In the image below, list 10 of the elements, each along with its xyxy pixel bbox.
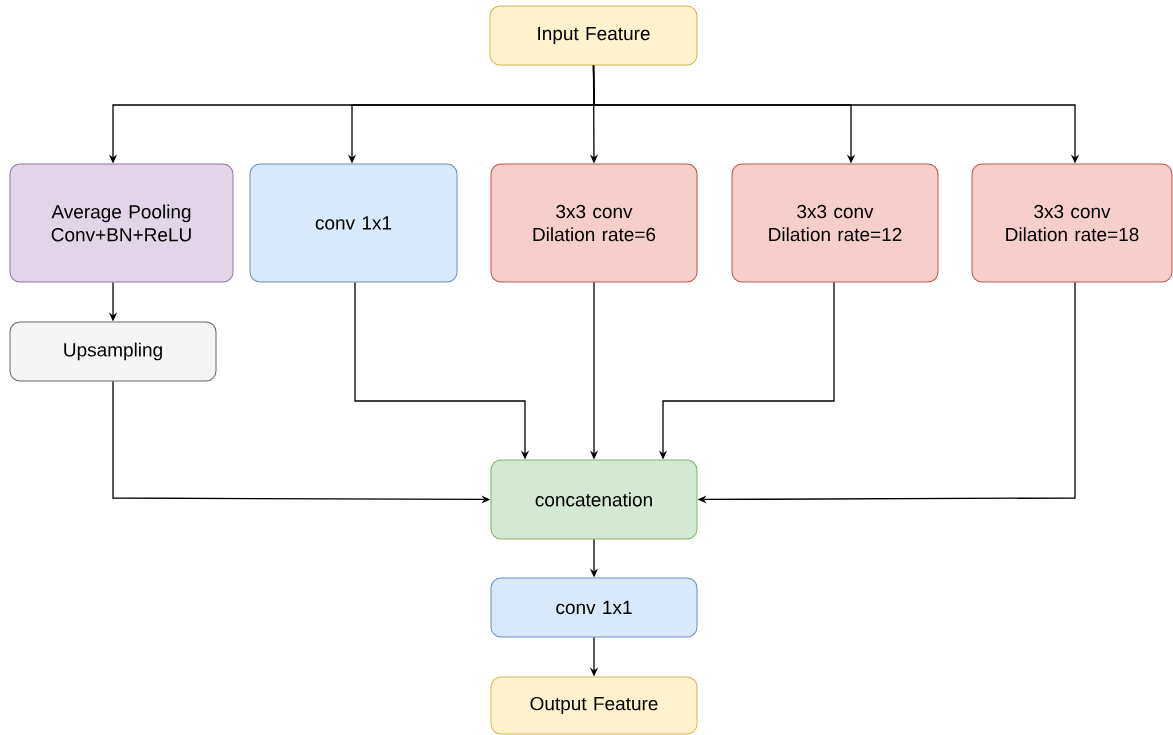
output-box: Output Feature [490,676,698,735]
process-box: conv 1x1 [249,163,458,283]
process-box: conv 1x1 [490,577,698,638]
process-box: 3x3 conv Dilation rate=6 [490,163,698,283]
process-box: Upsampling [9,321,217,382]
input-box: Input Feature [489,5,698,66]
process-box: 3x3 conv Dilation rate=12 [731,163,939,283]
process-box: 3x3 conv Dilation rate=18 [971,163,1173,283]
process-box: Average Pooling Conv+BN+ReLU [9,163,234,283]
process-box: concatenation [490,459,698,540]
